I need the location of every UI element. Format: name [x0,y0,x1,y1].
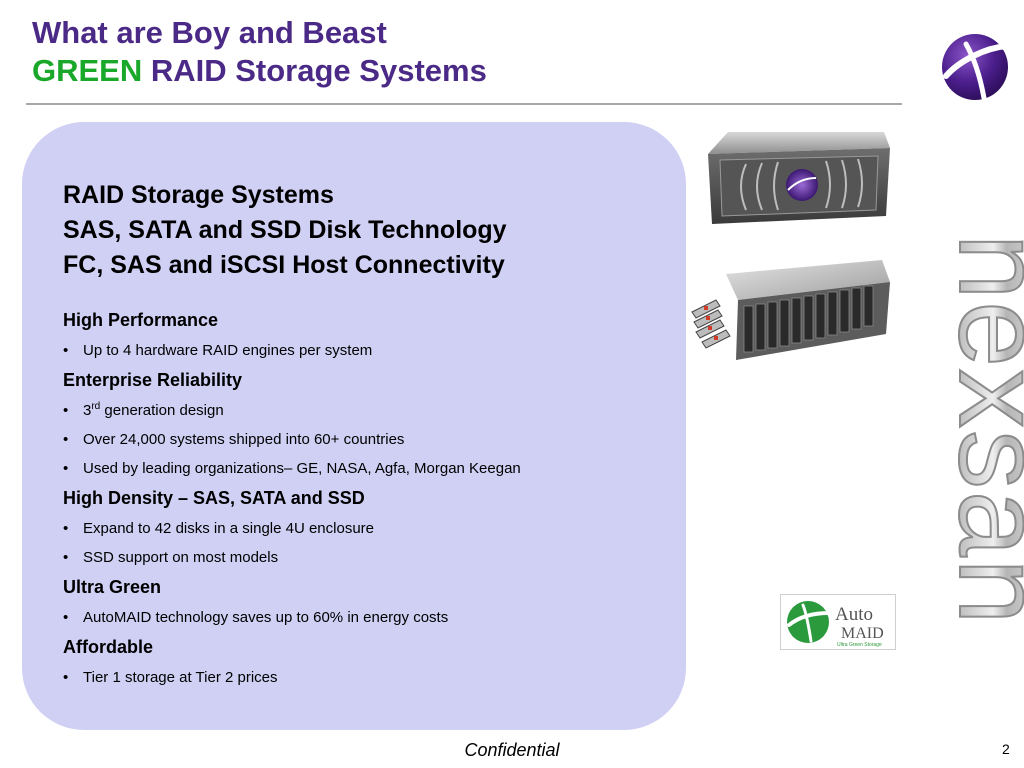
globe-x-logo-icon [942,34,1009,101]
bullet-dot: • [63,342,69,359]
bullet-text: 3 [83,402,92,419]
automaid-word-maid: MAID [841,625,884,642]
bullet-item: • AutoMAID technology saves up to 60% in … [63,606,663,635]
brand-wordmark: nexsan [932,233,1024,628]
automaid-logo-image: Auto MAID Ultra Green Storage [787,601,884,648]
bullet-dot: • [63,549,69,566]
title-green-word: GREEN [32,53,143,88]
bullet-item: • SSD support on most models [63,546,663,575]
section-title: Enterprise Reliability [63,370,243,390]
content-panel [22,122,686,730]
title-line-2: GREEN RAID Storage Systems [32,52,487,90]
title-divider [26,103,902,105]
slide-title: What are Boy and Beast GREEN RAID Storag… [32,14,487,90]
bullet-dot: • [63,460,69,477]
section-title: Ultra Green [63,577,162,597]
heading-line-2: SAS, SATA and SSD Disk Technology [63,216,507,244]
bullet-dot: • [63,669,69,686]
storage-server-4u-image [708,132,890,224]
bullet-text-rest: generation design [100,402,224,419]
title-line-1: What are Boy and Beast [32,15,387,50]
bullet-item: • Up to 4 hardware RAID engines per syste… [63,339,663,368]
page-number: 2 [1002,741,1010,757]
bullet-text: SSD support on most models [83,549,279,566]
panel-heading: RAID Storage Systems SAS, SATA and SSD D… [63,178,507,283]
bullet-item: • Expand to 42 disks in a single 4U enclo… [63,517,663,546]
bullet-item: • Used by leading organizations– GE, NASA… [63,457,663,486]
bullet-dot: • [63,520,69,537]
bullet-dot: • [63,431,69,448]
bullet-item: • Tier 1 storage at Tier 2 prices [63,666,663,695]
automaid-logo: Auto MAID Ultra Green Storage [780,594,896,650]
bullet-text: Expand to 42 disks in a single 4U enclos… [83,520,375,537]
bullet-text: Over 24,000 systems shipped into 60+ cou… [83,431,405,448]
automaid-tagline: Ultra Green Storage [837,642,882,648]
bullet-text: Tier 1 storage at Tier 2 prices [83,669,278,686]
bullet-item: • Over 24,000 systems shipped into 60+ co… [63,428,663,457]
section-title: High Performance [63,310,219,330]
ordinal-superscript: rd [91,401,101,412]
automaid-word-auto: Auto [835,604,873,625]
bullet-dot: • [63,609,69,626]
bullet-text: Used by leading organizations– GE, NASA,… [83,460,521,477]
bullet-text: AutoMAID technology saves up to 60% in e… [83,609,449,626]
bullet-item: • 3rd generation design [63,399,663,428]
heading-line-3: FC, SAS and iSCSI Host Connectivity [63,251,505,279]
bullet-text: Up to 4 hardware RAID engines per system [83,342,373,359]
title-line-2-rest: RAID Storage Systems [142,53,487,88]
feature-list: High Performance • Up to 4 hardware RAID … [63,308,663,695]
bullet-dot: • [63,402,69,419]
section-title: High Density – SAS, SATA and SSD [63,488,365,508]
section-title: Affordable [63,637,153,657]
footer-confidential: Confidential [464,740,560,760]
heading-line-1: RAID Storage Systems [63,181,334,209]
storage-server-2u-image [691,260,890,360]
